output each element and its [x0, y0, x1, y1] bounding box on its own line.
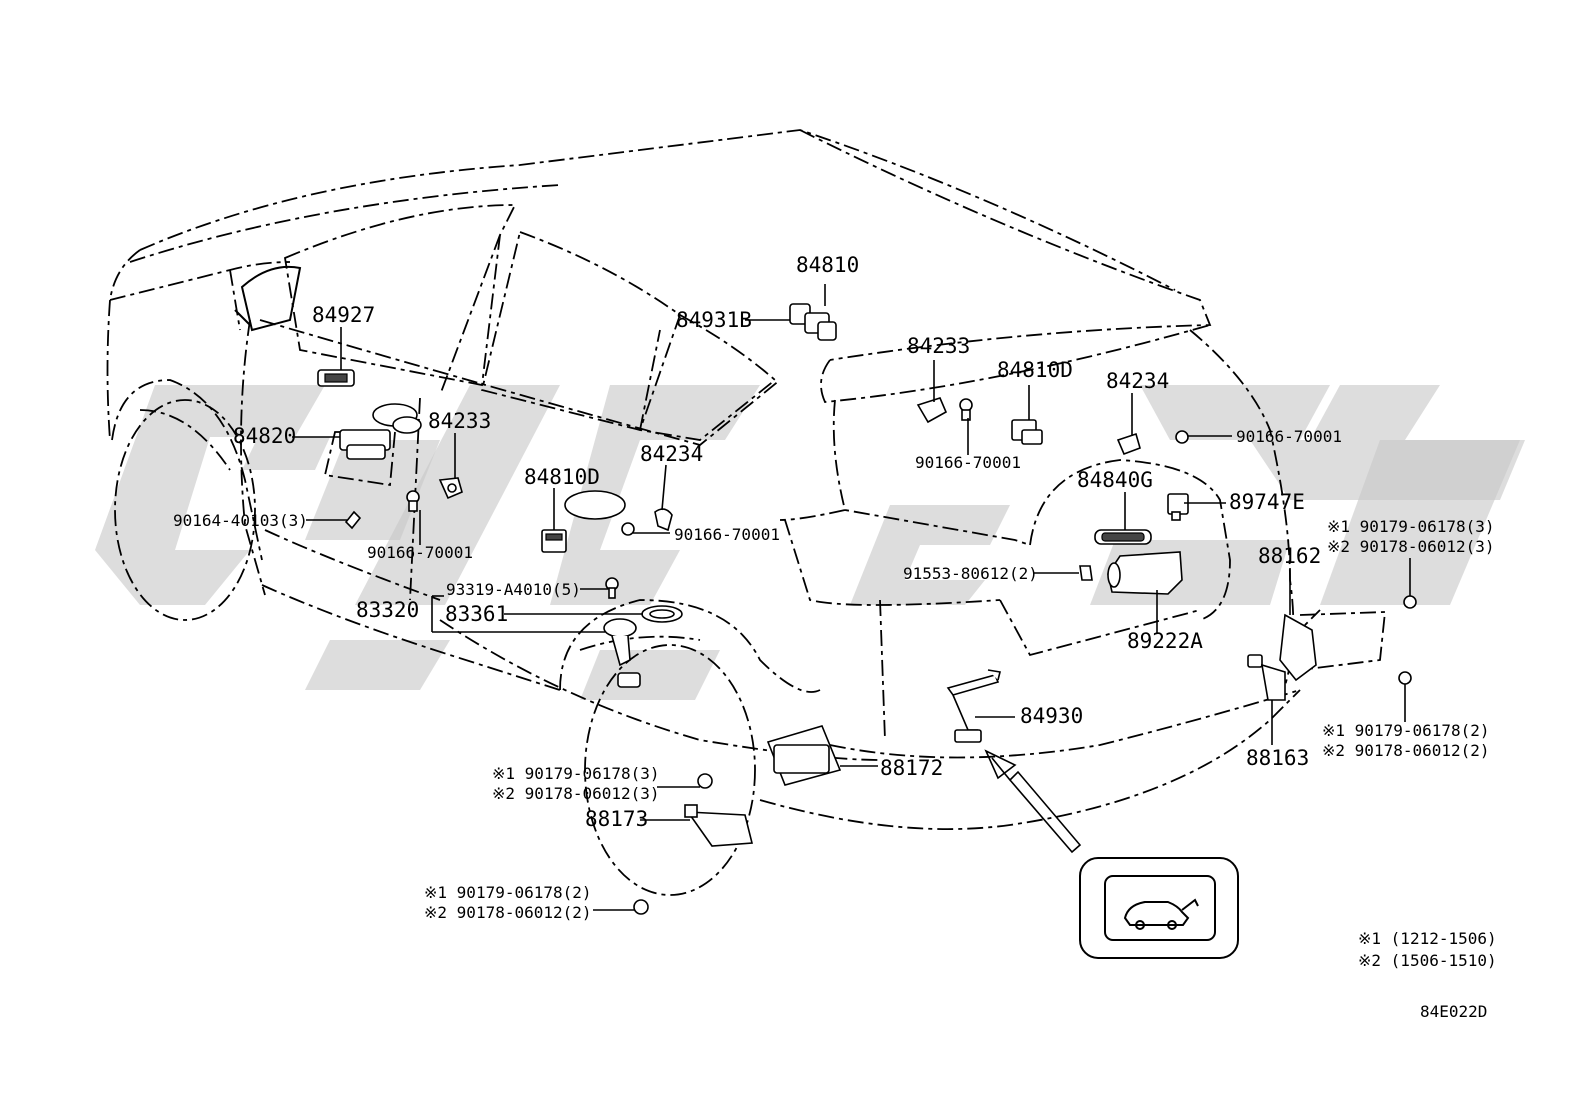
- label-84930: 84930: [1020, 704, 1083, 728]
- watermark: [95, 385, 1525, 700]
- label-91553: 91553-80612(2): [903, 564, 1038, 583]
- label-84931B: 84931B: [676, 308, 752, 332]
- part-84930-shape: [946, 669, 1001, 743]
- part-84233-rear-shape: [916, 397, 948, 424]
- vehicle-outline: [106, 129, 1387, 896]
- label-88163-note1: ※1 90179-06178(2): [1322, 721, 1490, 740]
- label-88172-note2: ※2 90178-06012(3): [492, 784, 660, 803]
- label-88173: 88173: [585, 807, 648, 831]
- part-89747E-shape: [1167, 493, 1189, 521]
- footnote-1: ※1 (1212-1506): [1358, 929, 1497, 948]
- part-84233-front-shape: [438, 477, 463, 500]
- screw-90166-front-a-shape: [406, 490, 420, 512]
- screw-90164-shape: [344, 510, 362, 530]
- label-90166-front-b: 90166-70001: [674, 525, 780, 544]
- label-88163-note2: ※2 90178-06012(2): [1322, 741, 1490, 760]
- part-88163-shape: [1247, 654, 1412, 701]
- hatch-switch-inset: [1079, 857, 1239, 959]
- view-arrow: [984, 749, 1082, 854]
- label-88173-note2: ※2 90178-06012(2): [424, 903, 592, 922]
- label-84233-rear: 84233: [907, 334, 970, 358]
- part-84810D-front-shape: [541, 490, 626, 553]
- screw-90166-rear-a-shape: [959, 398, 973, 421]
- part-84927-shape: [317, 369, 355, 387]
- figure-code: 84E022D: [1420, 1002, 1487, 1021]
- label-84927: 84927: [312, 303, 375, 327]
- label-88173-note1: ※1 90179-06178(2): [424, 883, 592, 902]
- label-90164: 90164-40103(3): [173, 511, 308, 530]
- label-84234-front: 84234: [640, 442, 703, 466]
- nut-88172-shape: [697, 773, 713, 789]
- part-shapes: [317, 303, 1417, 915]
- part-84810-shape: [789, 303, 837, 341]
- label-84810D-front: 84810D: [524, 465, 600, 489]
- label-90166-rear-a: 90166-70001: [915, 453, 1021, 472]
- leader-lines: [292, 284, 1411, 911]
- label-84233-front: 84233: [428, 409, 491, 433]
- label-90166-front-a: 90166-70001: [367, 543, 473, 562]
- label-88172: 88172: [880, 756, 943, 780]
- nut-88173-shape: [633, 899, 649, 915]
- label-89747E: 89747E: [1229, 490, 1305, 514]
- part-83320-shape: [603, 618, 641, 688]
- screw-91553-shape: [1079, 565, 1093, 581]
- label-93319: 93319-A4010(5): [446, 580, 581, 599]
- label-84234-rear: 84234: [1106, 369, 1169, 393]
- part-labels: 84810 84931B 84927 84233 84810D 84234 90…: [173, 253, 1497, 1021]
- label-84840G: 84840G: [1077, 468, 1153, 492]
- screw-90166-rear-b-shape: [1175, 430, 1189, 444]
- label-88162-note2: ※2 90178-06012(3): [1327, 537, 1495, 556]
- footnote-2: ※2 (1506-1510): [1358, 951, 1497, 970]
- part-89222A-shape: [1107, 551, 1183, 595]
- label-88162-note1: ※1 90179-06178(3): [1327, 517, 1495, 536]
- part-83361-shape: [641, 605, 683, 623]
- part-84840G-shape: [1094, 529, 1152, 545]
- label-83361: 83361: [445, 602, 508, 626]
- label-89222A: 89222A: [1127, 629, 1203, 653]
- part-84234-front-shape: [654, 508, 673, 532]
- part-88172-shape: [766, 725, 842, 786]
- rear-hatch-switch-icon: [1123, 898, 1199, 930]
- part-88173-shape: [684, 804, 754, 847]
- label-88162: 88162: [1258, 544, 1321, 568]
- label-88172-note1: ※1 90179-06178(3): [492, 764, 660, 783]
- screw-90166-front-b-shape: [621, 522, 635, 536]
- label-90166-rear-b: 90166-70001: [1236, 427, 1342, 446]
- screw-93319-shape: [605, 577, 619, 599]
- part-84234-rear-shape: [1116, 432, 1141, 456]
- part-84820-shape: [323, 403, 422, 487]
- label-84810: 84810: [796, 253, 859, 277]
- label-88163: 88163: [1246, 746, 1309, 770]
- part-84810D-rear-shape: [1011, 419, 1043, 445]
- label-84810D-rear: 84810D: [997, 358, 1073, 382]
- label-84820: 84820: [233, 424, 296, 448]
- part-88162-shape: [1279, 595, 1417, 682]
- label-83320: 83320: [356, 598, 419, 622]
